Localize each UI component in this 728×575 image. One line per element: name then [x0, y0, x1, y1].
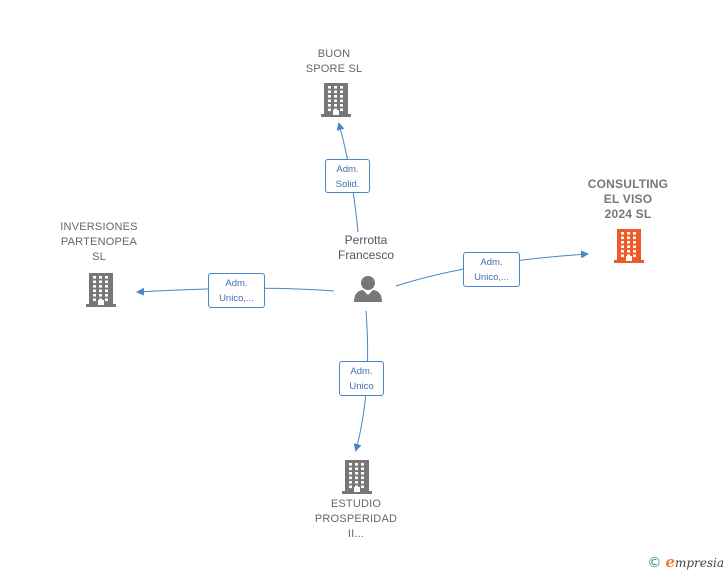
- building-icon[interactable]: [342, 460, 372, 494]
- building-icon[interactable]: [321, 83, 351, 117]
- edge-label-buon: Adm. Solid.: [325, 159, 370, 193]
- edge-label-estudio: Adm. Unico: [339, 361, 384, 396]
- company-label-inversiones[interactable]: INVERSIONES PARTENOPEA SL: [60, 221, 138, 263]
- building-icon[interactable]: [614, 229, 644, 263]
- building-icon[interactable]: [86, 273, 116, 307]
- edge-label-consulting: Adm. Unico,...: [463, 252, 520, 287]
- brand-logo: empresia: [665, 553, 724, 571]
- company-label-consulting[interactable]: CONSULTING EL VISO 2024 SL: [587, 177, 669, 221]
- person-icon[interactable]: [354, 276, 382, 302]
- copyright-icon: ©: [647, 555, 662, 571]
- company-label-estudio[interactable]: ESTUDIO PROSPERIDAD II...: [314, 498, 398, 540]
- person-name[interactable]: Perrotta Francesco: [337, 233, 395, 262]
- footer-brand[interactable]: ©empresia: [647, 553, 724, 571]
- edge-label-inversiones: Adm. Unico,...: [208, 273, 265, 308]
- company-label-buon[interactable]: BUON SPORE SL: [305, 48, 363, 75]
